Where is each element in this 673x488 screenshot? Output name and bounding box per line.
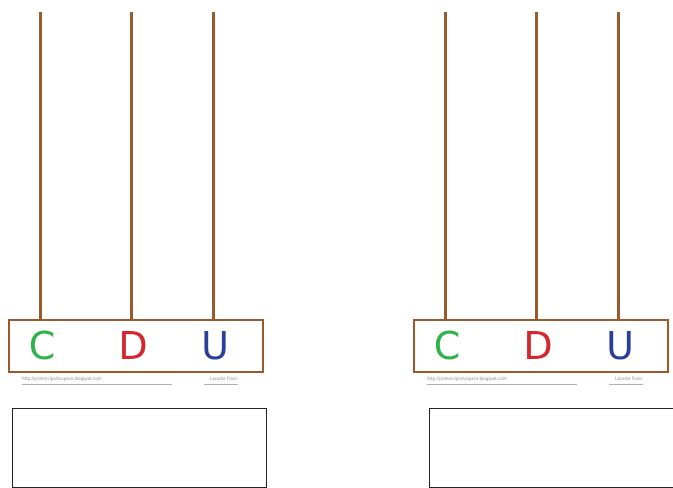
- source-caption: http://primerciportuspace.blogspot.com: [427, 376, 577, 385]
- source-caption: http://primerciportuspace.blogspot.com: [22, 376, 172, 385]
- rod-units: [617, 12, 620, 320]
- label-units: U: [201, 324, 229, 368]
- abacus-base: C D U: [413, 319, 669, 373]
- label-tens: D: [118, 324, 148, 368]
- abacus-left: C D U http://primerciportuspace.blogspot…: [8, 0, 268, 390]
- rod-hundreds: [39, 12, 42, 320]
- abacus-right: C D U http://primerciportuspace.blogspot…: [413, 0, 673, 390]
- abacus-base: C D U: [8, 319, 264, 373]
- label-hundreds: C: [28, 324, 56, 368]
- author-caption: Lacoste Franc: [204, 376, 238, 385]
- label-hundreds: C: [433, 324, 461, 368]
- rod-hundreds: [444, 12, 447, 320]
- rod-tens: [535, 12, 538, 320]
- author-caption: Lacoste Franc: [609, 376, 643, 385]
- rod-units: [212, 12, 215, 320]
- label-tens: D: [523, 324, 553, 368]
- label-units: U: [606, 324, 634, 368]
- rod-tens: [130, 12, 133, 320]
- answer-box-right[interactable]: [429, 408, 673, 488]
- answer-box-left[interactable]: [12, 408, 267, 488]
